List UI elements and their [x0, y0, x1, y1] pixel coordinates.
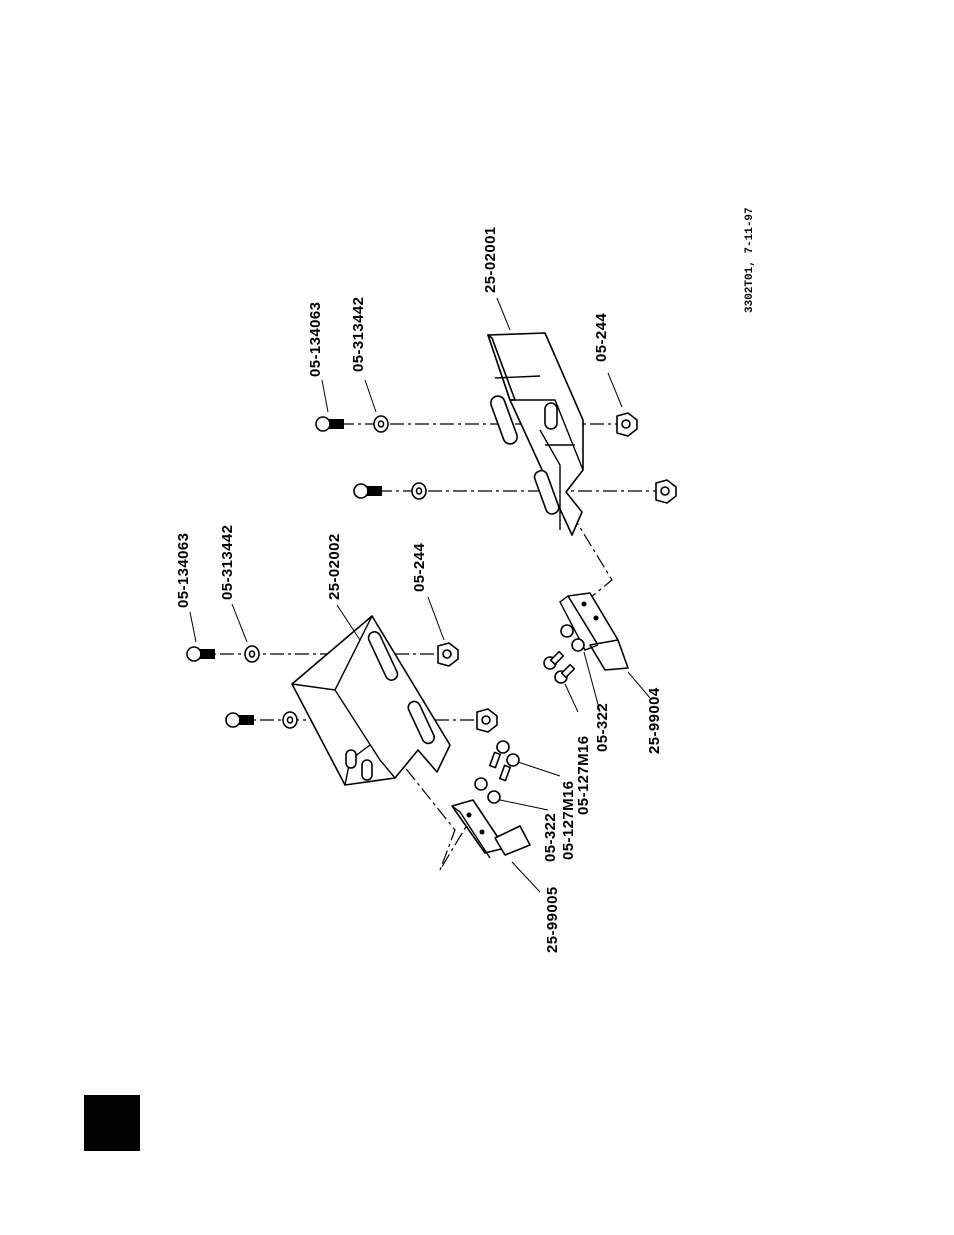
upper-bolt-2 — [354, 484, 382, 498]
label-upper-nut: 05-244 — [593, 313, 610, 362]
leader-upper-bracket — [497, 298, 510, 330]
clip-25-99005 — [452, 800, 530, 858]
upper-assembly — [316, 298, 676, 598]
label-right-screw: 05-127M16 — [575, 736, 592, 816]
leader-right-screw — [565, 684, 578, 712]
lower-washer-1 — [245, 646, 259, 662]
lower-bolt-1 — [187, 647, 215, 661]
upper-bracket-25-02001 — [488, 333, 583, 535]
label-left-screw: 05-127M16 — [560, 781, 577, 861]
upper-nut-2 — [656, 480, 676, 503]
label-upper-washer: 05-313442 — [350, 297, 367, 372]
upper-washer-2 — [412, 483, 426, 499]
upper-nut-1 — [617, 413, 637, 436]
label-lower-bolt: 05-134063 — [175, 533, 192, 608]
lower-nut-1 — [438, 643, 458, 666]
lower-bolt-2 — [226, 713, 254, 727]
label-left-washer: 05-322 — [542, 813, 559, 862]
right-clip-assembly — [544, 593, 650, 712]
right-washer-05-322 — [561, 625, 584, 651]
label-lower-nut: 05-244 — [411, 543, 428, 592]
upper-bolt-1 — [316, 417, 344, 431]
leader-upper-nut — [608, 373, 622, 407]
left-washer-05-322 — [475, 778, 500, 803]
leader-upper-washer — [365, 380, 376, 412]
label-right-clip: 25-99004 — [646, 687, 663, 754]
left-screw-05-127M16 — [490, 741, 519, 781]
upper-washer-1 — [374, 416, 388, 432]
lower-nut-2 — [477, 709, 497, 732]
leader-left-clip — [512, 862, 540, 892]
leader-left-screw — [518, 762, 560, 776]
lower-washer-2 — [283, 712, 297, 728]
right-screw-05-127M16 — [544, 652, 574, 683]
label-right-washer: 05-322 — [594, 703, 611, 752]
leader-lower-nut — [428, 597, 444, 640]
page-tab-marker — [84, 1095, 140, 1151]
drawing-note: 3302T01, 7-11-97 — [744, 207, 756, 313]
leader-upper-bolt — [322, 380, 328, 412]
label-lower-washer: 05-313442 — [219, 525, 236, 600]
label-lower-bracket: 25-02002 — [326, 533, 343, 600]
leader-left-washer — [500, 800, 548, 810]
label-left-clip: 25-99005 — [544, 886, 561, 953]
leader-lower-bracket — [337, 605, 360, 640]
lower-assembly — [187, 597, 497, 870]
label-upper-bolt: 05-134063 — [307, 302, 324, 377]
leader-lower-washer — [232, 604, 247, 642]
label-upper-bracket: 25-02001 — [482, 226, 499, 293]
leader-lower-bolt — [190, 612, 196, 642]
lower-bracket-25-02002 — [292, 616, 450, 785]
